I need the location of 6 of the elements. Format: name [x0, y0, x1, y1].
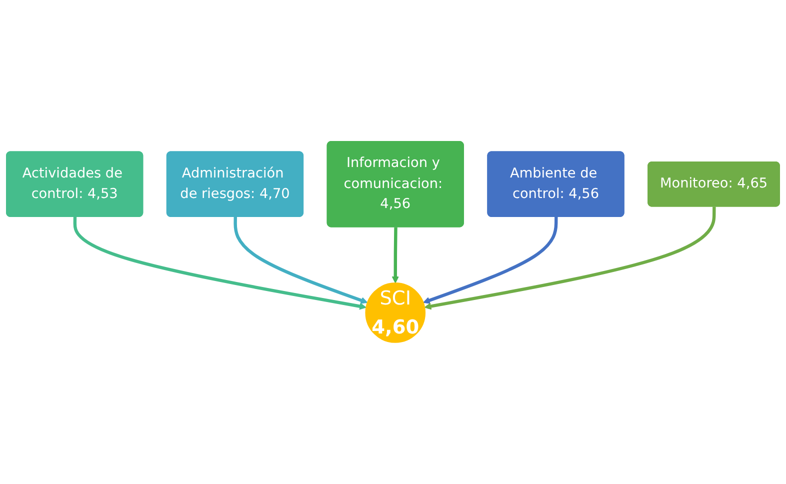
arrow	[392, 227, 399, 284]
arrow	[234, 217, 368, 304]
node-circle: SCI 4,60	[365, 282, 426, 343]
arrow	[424, 206, 716, 310]
arrow	[73, 217, 366, 310]
arrow	[423, 217, 558, 304]
